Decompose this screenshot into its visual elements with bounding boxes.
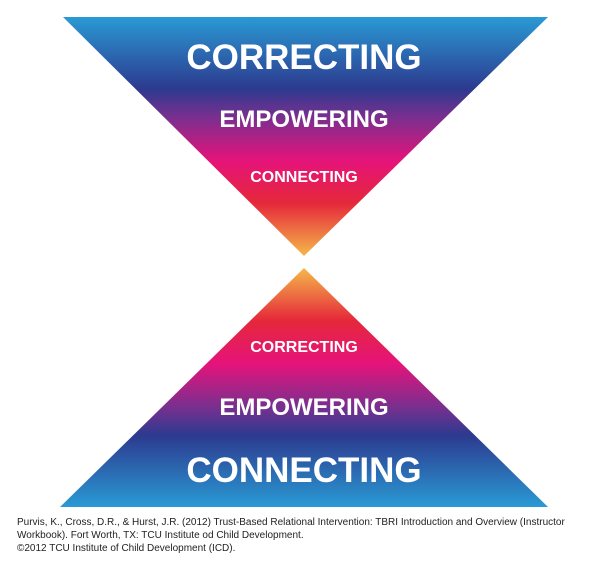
inverted-triangle	[63, 17, 548, 256]
citation-line: Purvis, K., Cross, D.R., & Hurst, J.R. (…	[17, 517, 565, 528]
top-label-correcting: CORRECTING	[186, 38, 421, 77]
upright-triangle	[60, 268, 548, 507]
bottom-label-connecting: CONNECTING	[186, 451, 421, 490]
copyright-line: ©2012 TCU Institute of Child Development…	[17, 543, 236, 554]
top-label-empowering: EMPOWERING	[219, 106, 388, 133]
bottom-label-empowering: EMPOWERING	[219, 394, 388, 421]
citation: Purvis, K., Cross, D.R., & Hurst, J.R. (…	[17, 516, 597, 555]
top-label-connecting: CONNECTING	[250, 169, 358, 186]
citation-line: Workbook). Fort Worth, TX: TCU Institute…	[17, 530, 304, 541]
bottom-label-correcting: CORRECTING	[250, 339, 358, 356]
